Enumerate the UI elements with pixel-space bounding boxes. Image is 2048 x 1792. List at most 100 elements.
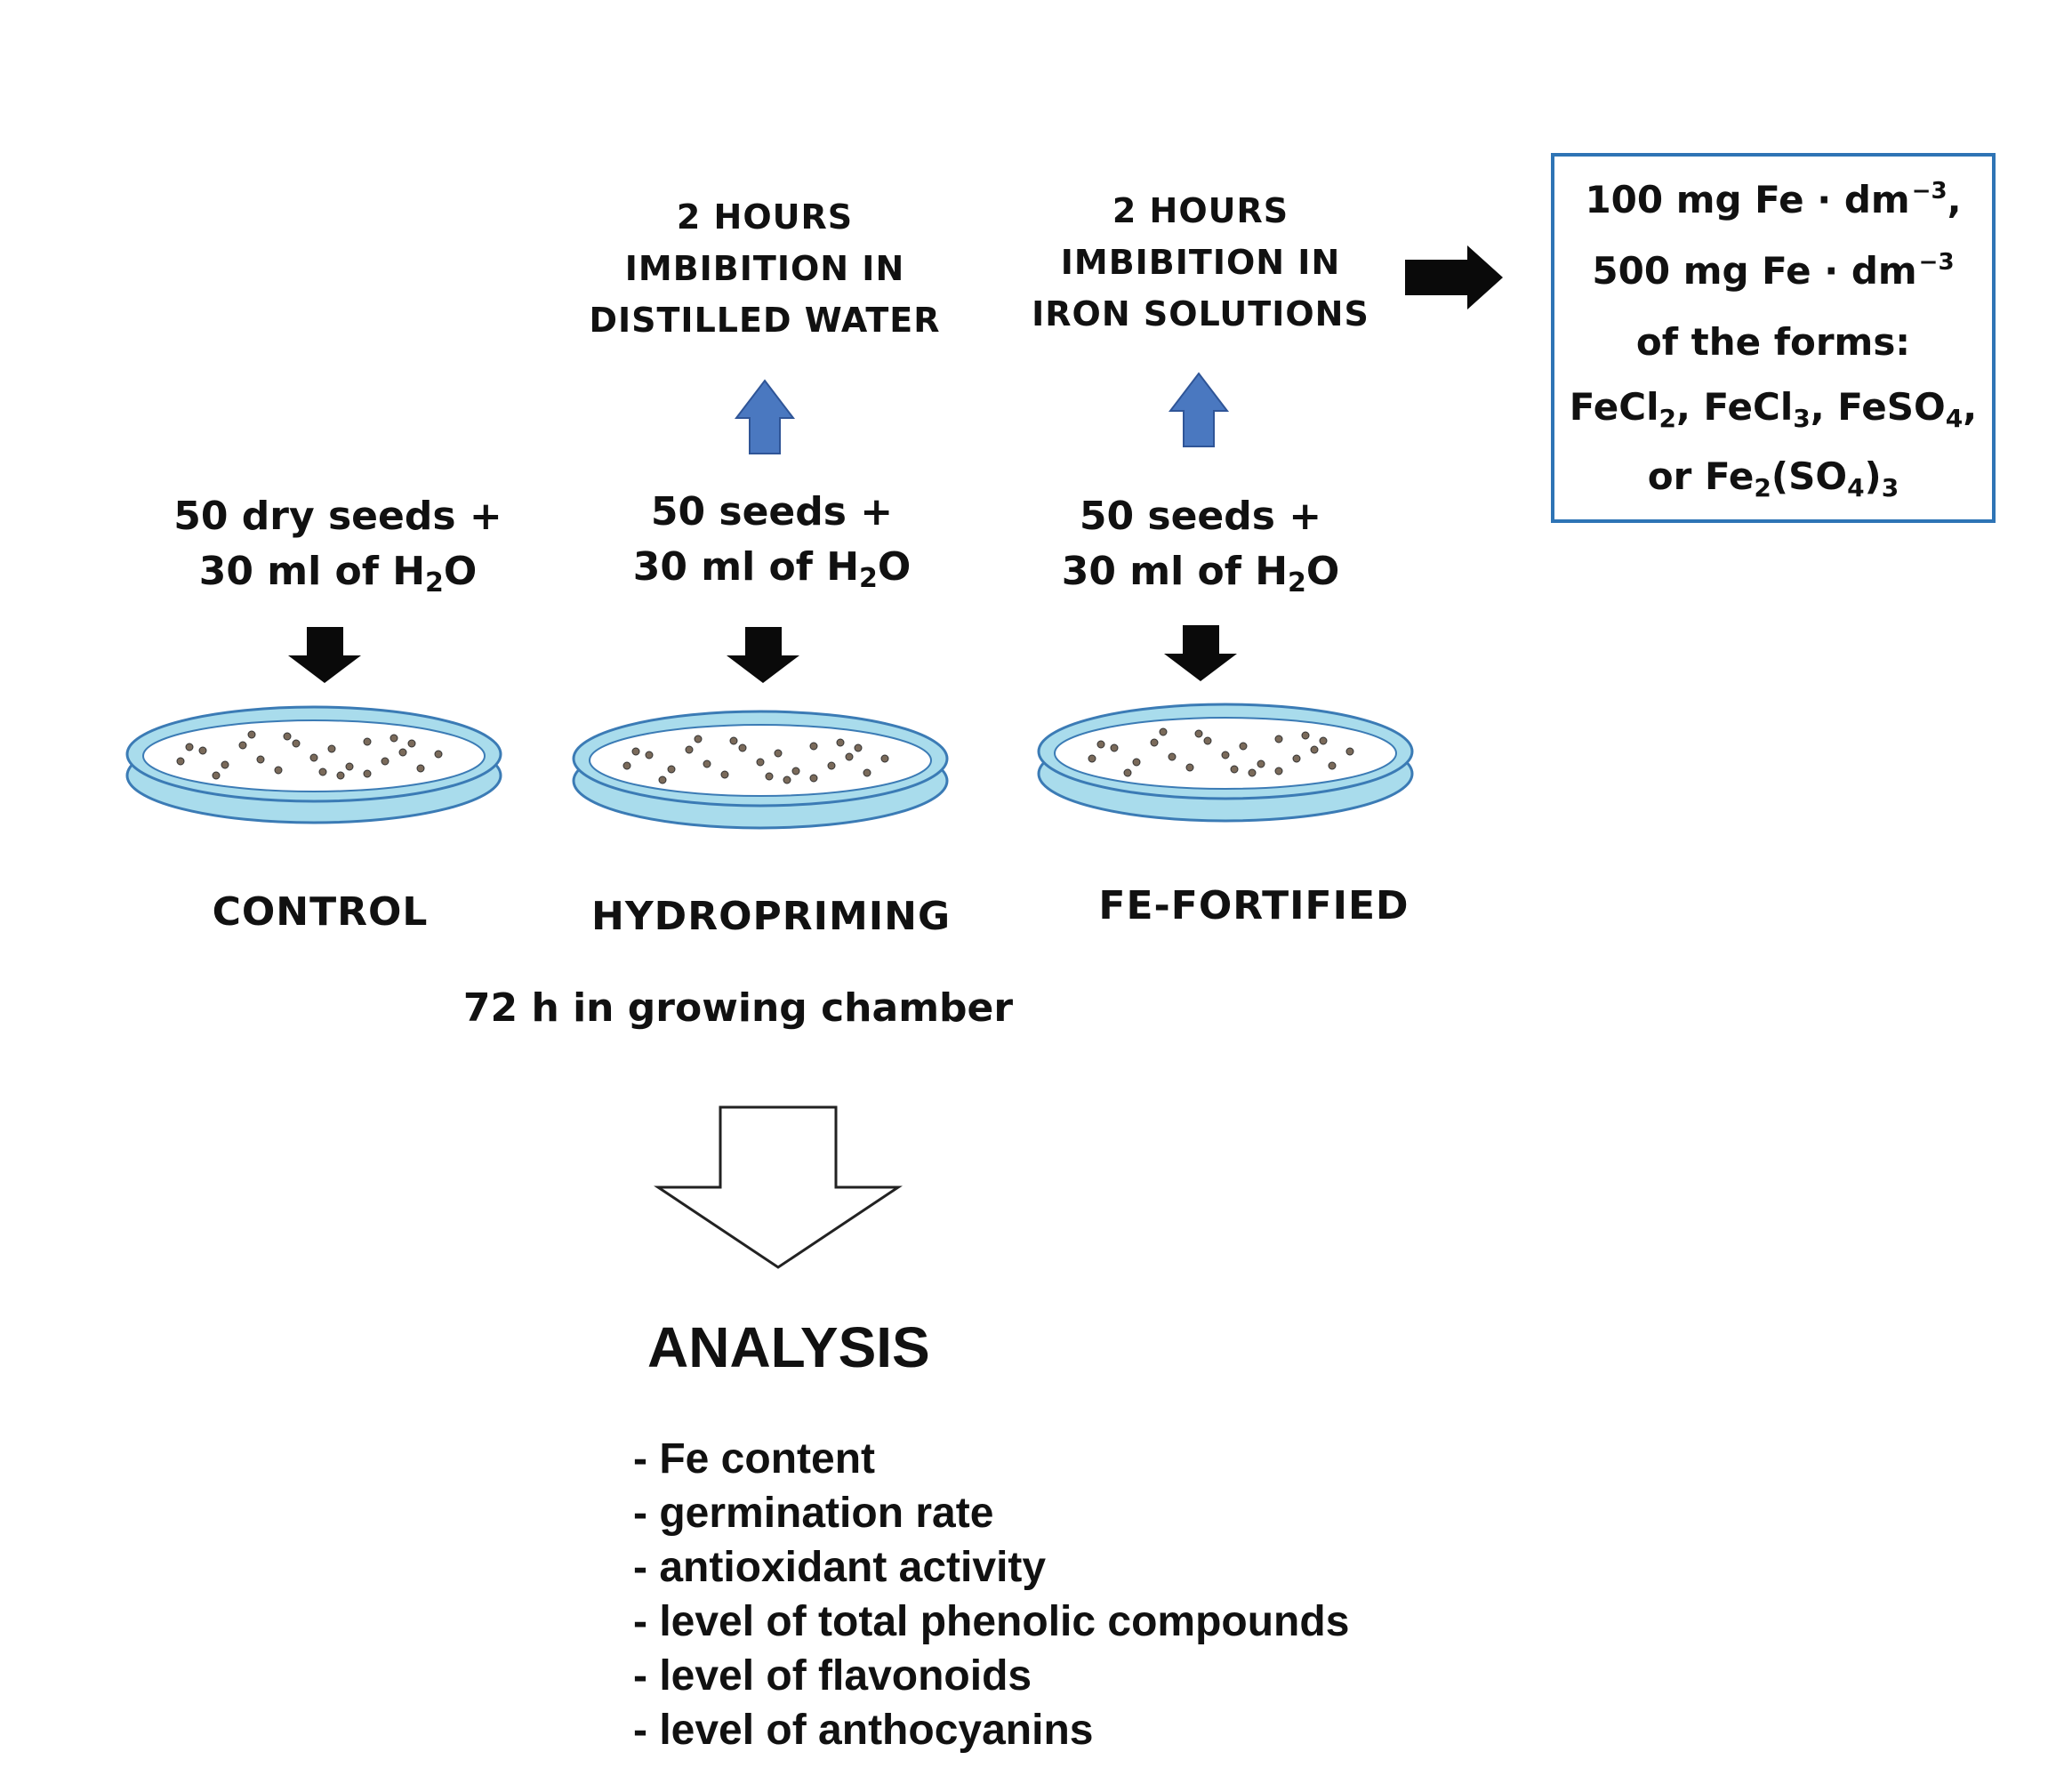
box-line-4: FeCl2, FeCl3, FeSO4,	[1569, 385, 1978, 433]
seed-dot	[318, 767, 327, 776]
petri-dish-control	[125, 705, 502, 824]
blue-up-arrow-hydropriming	[734, 379, 796, 454]
black-right-arrow	[1405, 245, 1503, 309]
seed-label-fortified: 50 seeds + 30 ml of H2O	[1061, 494, 1340, 599]
seed-dot	[1194, 729, 1203, 738]
seed-dot	[1185, 763, 1194, 772]
seed-dot	[1328, 761, 1337, 770]
seed-dot	[694, 735, 703, 743]
seed-dot	[381, 757, 390, 766]
seed-dot	[836, 738, 845, 747]
imbibition-iron-label: 2 HOURS IMBIBITION IN IRON SOLUTIONS	[1023, 185, 1378, 340]
box-line-3: of the forms:	[1635, 320, 1911, 364]
seed-dot	[185, 743, 194, 751]
group-label-control: CONTROL	[212, 889, 429, 935]
black-down-arrow-fortified	[1164, 625, 1237, 681]
seed-label-hydropriming: 50 seeds + 30 ml of H2O	[632, 489, 912, 594]
incubation-label: 72 h in growing chamber	[462, 985, 1014, 1031]
seed-dot	[1274, 767, 1283, 775]
box-line-2: 500 mg Fe · dm−3	[1592, 249, 1955, 293]
seed-dot	[256, 755, 265, 764]
seed-dot	[1110, 743, 1119, 752]
petri-dish-hydropriming	[572, 710, 949, 830]
seed-dot	[1230, 765, 1239, 774]
seed-dot	[1274, 735, 1283, 743]
imbibition-water-label: 2 HOURS IMBIBITION IN DISTILLED WATER	[587, 191, 943, 346]
seed-dot	[827, 761, 836, 770]
seed-dot	[667, 765, 676, 774]
analysis-item: - germination rate	[633, 1490, 994, 1537]
seed-dot	[1132, 758, 1141, 767]
seed-dot	[1221, 751, 1230, 759]
analysis-item: - level of anthocyanins	[633, 1707, 1094, 1754]
seed-dot	[1292, 754, 1301, 763]
box-line-1: 100 mg Fe · dm−3,	[1585, 178, 1962, 221]
seed-dot	[398, 748, 407, 757]
analysis-title: ANALYSIS	[647, 1315, 930, 1379]
seed-dot	[247, 730, 256, 739]
seed-dot	[1301, 731, 1310, 740]
seed-dot	[703, 759, 711, 768]
imbibition-iron-line1: 2 HOURS	[1112, 191, 1289, 230]
seed-dot	[738, 743, 747, 752]
seed-dot	[685, 745, 694, 754]
iron-concentration-box: 100 mg Fe · dm−3, 500 mg Fe · dm−3 of th…	[1551, 153, 1996, 523]
seeds-fortified	[1088, 727, 1354, 777]
imbibition-iron-line2: IMBIBITION IN	[1060, 243, 1341, 282]
seed-dot	[1150, 738, 1159, 747]
seed-dot	[774, 749, 783, 758]
seed-dot	[221, 760, 229, 769]
analysis-item: - Fe content	[633, 1435, 875, 1483]
imbibition-iron-line3: IRON SOLUTIONS	[1032, 294, 1369, 333]
seed-dot	[407, 739, 416, 748]
seed-dot	[1096, 740, 1105, 749]
seed-dot	[645, 751, 654, 759]
seed-dot	[791, 767, 800, 775]
seed-dot	[274, 766, 283, 775]
seed-dot	[1257, 759, 1265, 768]
seeds-control	[176, 730, 443, 780]
seed-dot	[292, 739, 301, 748]
seed-dot	[345, 762, 354, 771]
group-label-fortified: FE-FORTIFIED	[1098, 883, 1410, 928]
seed-dot	[363, 769, 372, 778]
seed-dot	[1088, 754, 1096, 763]
seed-dot	[238, 741, 247, 750]
seed-dot	[327, 744, 336, 753]
seed-dot	[720, 770, 729, 779]
seed-dot	[783, 775, 791, 784]
seed-dot	[631, 747, 640, 756]
seed-dot	[622, 761, 631, 770]
seed-dot	[198, 746, 207, 755]
analysis-item: - level of flavonoids	[633, 1652, 1032, 1700]
seeds-hydropriming	[622, 735, 889, 784]
blue-up-arrow-fortified	[1168, 372, 1230, 447]
imbibition-water-line3: DISTILLED WATER	[589, 301, 941, 340]
seed-dot	[658, 775, 667, 784]
seed-dot	[854, 743, 863, 752]
seed-dot	[880, 754, 889, 763]
seed-dot	[729, 736, 738, 745]
seed-dot	[363, 737, 372, 746]
seed-dot	[212, 771, 221, 780]
analysis-item: - level of total phenolic compounds	[633, 1598, 1350, 1645]
seed-dot	[309, 753, 318, 762]
imbibition-water-line2: IMBIBITION IN	[624, 249, 905, 288]
imbibition-water-line1: 2 HOURS	[676, 197, 854, 237]
seed-dot	[765, 772, 774, 781]
petri-dish-fortified	[1037, 703, 1414, 823]
black-down-arrow-control	[288, 627, 361, 683]
seed-label-control: 50 dry seeds + 30 ml of H2O	[173, 494, 502, 599]
box-line-5: or Fe2(SO4)3	[1647, 454, 1899, 502]
seed-dot	[434, 750, 443, 759]
seed-dot	[1319, 736, 1328, 745]
seed-dot	[1345, 747, 1354, 756]
seed-dot	[390, 734, 398, 743]
seed-dot	[1159, 727, 1168, 736]
seed-dot	[283, 732, 292, 741]
seed-dot	[809, 774, 818, 783]
seed-dot	[1203, 736, 1212, 745]
seed-dot	[1123, 768, 1132, 777]
seed-dot	[416, 764, 425, 773]
